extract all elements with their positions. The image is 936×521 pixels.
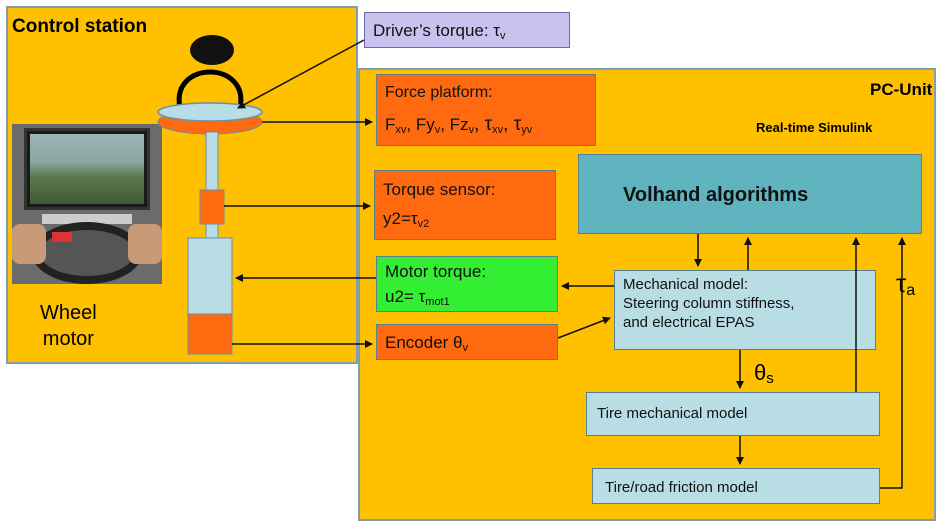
tau-a-label: τa bbox=[896, 268, 916, 299]
driver-head-icon bbox=[190, 35, 234, 65]
steering-shaft-upper bbox=[205, 131, 219, 191]
tire-mechanical-model-box: Tire mechanical model bbox=[586, 392, 880, 436]
steering-shaft-lower bbox=[205, 223, 219, 239]
volhand-algorithms-box: Volhand algorithms bbox=[578, 154, 922, 234]
encoder-box: Encoder θv bbox=[376, 324, 558, 360]
torque-sensor-title: Torque sensor: bbox=[383, 180, 496, 199]
pc-unit-title: PC-Unit bbox=[870, 80, 933, 99]
torque-sensor-box: Torque sensor: y2=τv2 bbox=[374, 170, 556, 240]
motor-torque-box: Motor torque: u2= τmot1 bbox=[376, 256, 558, 312]
arrow-driver-torque bbox=[237, 39, 365, 109]
monitor-screen bbox=[24, 128, 150, 210]
pc-unit-subtitle: Real-time Simulink bbox=[756, 120, 873, 135]
torque-sensor-block bbox=[199, 189, 225, 225]
driver-torque-box: Driver’s torque: τv bbox=[364, 12, 570, 48]
force-platform-disc-top bbox=[157, 102, 263, 122]
force-platform-forces: Fxv, Fyv, Fzv, τxv, τyv bbox=[385, 114, 533, 136]
theta-s-label: θs bbox=[754, 360, 774, 387]
wheel-motor-label: Wheel motor bbox=[40, 302, 97, 350]
simulator-photo bbox=[12, 124, 162, 284]
tire-road-friction-box: Tire/road friction model bbox=[592, 468, 880, 504]
driver-head-arc bbox=[176, 69, 244, 109]
motor-body bbox=[187, 237, 233, 315]
arrow-friction-to-volhand bbox=[880, 237, 906, 489]
driver-torque-text: Driver’s torque: τ bbox=[373, 21, 501, 40]
mechanical-model-box: Mechanical model: Steering column stiffn… bbox=[614, 270, 876, 350]
torque-sensor-eq: y2=τv2 bbox=[383, 209, 430, 231]
arrow-encoder-to-mech bbox=[557, 316, 611, 339]
encoder-block bbox=[187, 313, 233, 355]
force-platform-box: Force platform: Fxv, Fyv, Fzv, τxv, τyv bbox=[376, 74, 596, 146]
control-station-title: Control station bbox=[12, 16, 148, 37]
motor-torque-title: Motor torque: bbox=[385, 262, 487, 281]
force-platform-title: Force platform: bbox=[385, 84, 493, 101]
motor-torque-eq: u2= τmot1 bbox=[385, 287, 450, 309]
driver-torque-sub: v bbox=[500, 30, 506, 42]
